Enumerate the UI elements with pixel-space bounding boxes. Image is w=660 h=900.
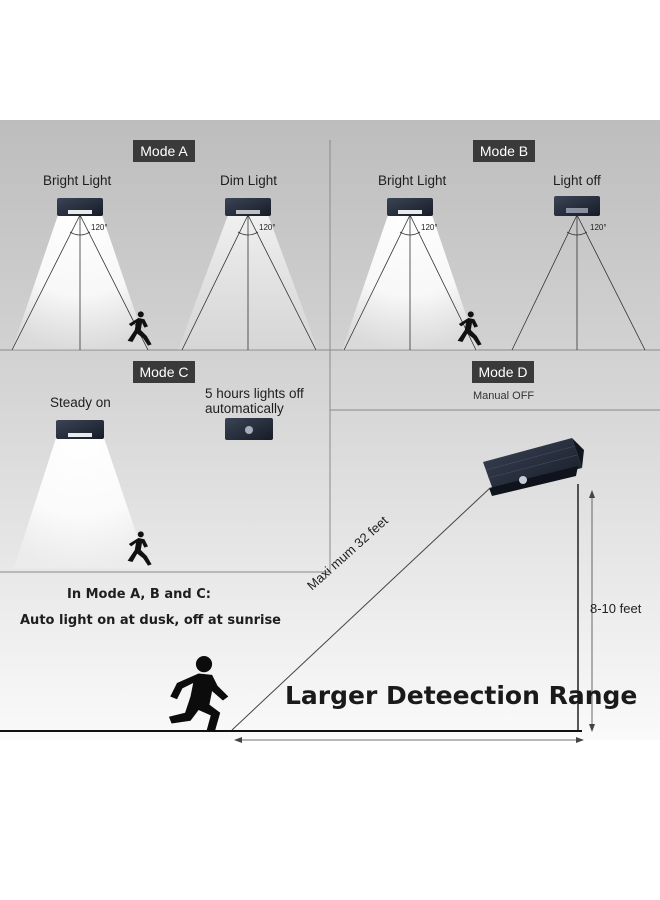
angle-label: 120° — [259, 223, 276, 232]
height-label: 8-10 feet — [590, 601, 642, 616]
mode-b-right-label: Light off — [553, 173, 601, 188]
notes-line1: In Mode A, B and C: — [67, 587, 211, 602]
mode-c-right-label-line2: automatically — [205, 401, 284, 416]
angle-label: 120° — [91, 223, 108, 232]
lamp-icon — [554, 196, 600, 216]
angle-label: 120° — [590, 223, 607, 232]
mode-c-right-label-line1: 5 hours lights off — [205, 386, 304, 401]
large-lamp-icon — [483, 438, 584, 496]
mode-b-tag: Mode B — [473, 140, 535, 162]
detection-title: Larger Deteection Range — [285, 681, 638, 710]
runner-icon — [168, 656, 229, 732]
mode-c-right-label: 5 hours lights off automatically — [205, 386, 304, 416]
angle-label: 120° — [421, 223, 438, 232]
runner-icon — [127, 531, 152, 566]
mode-c-tag: Mode C — [133, 361, 195, 383]
runner-icon — [457, 311, 482, 346]
runner-icon — [127, 311, 152, 346]
mode-d-sub-label: Manual OFF — [473, 390, 535, 402]
mode-a-right-label: Dim Light — [220, 173, 278, 188]
mode-a-tag: Mode A — [133, 140, 195, 162]
notes-line2: Auto light on at dusk, off at sunrise — [20, 613, 282, 628]
mode-d-tag: Mode D — [472, 361, 534, 383]
mode-a-left-label: Bright Light — [43, 173, 112, 188]
mode-c-left-label: Steady on — [50, 395, 111, 410]
bright-beam — [14, 438, 148, 568]
mode-b-left-label: Bright Light — [378, 173, 447, 188]
